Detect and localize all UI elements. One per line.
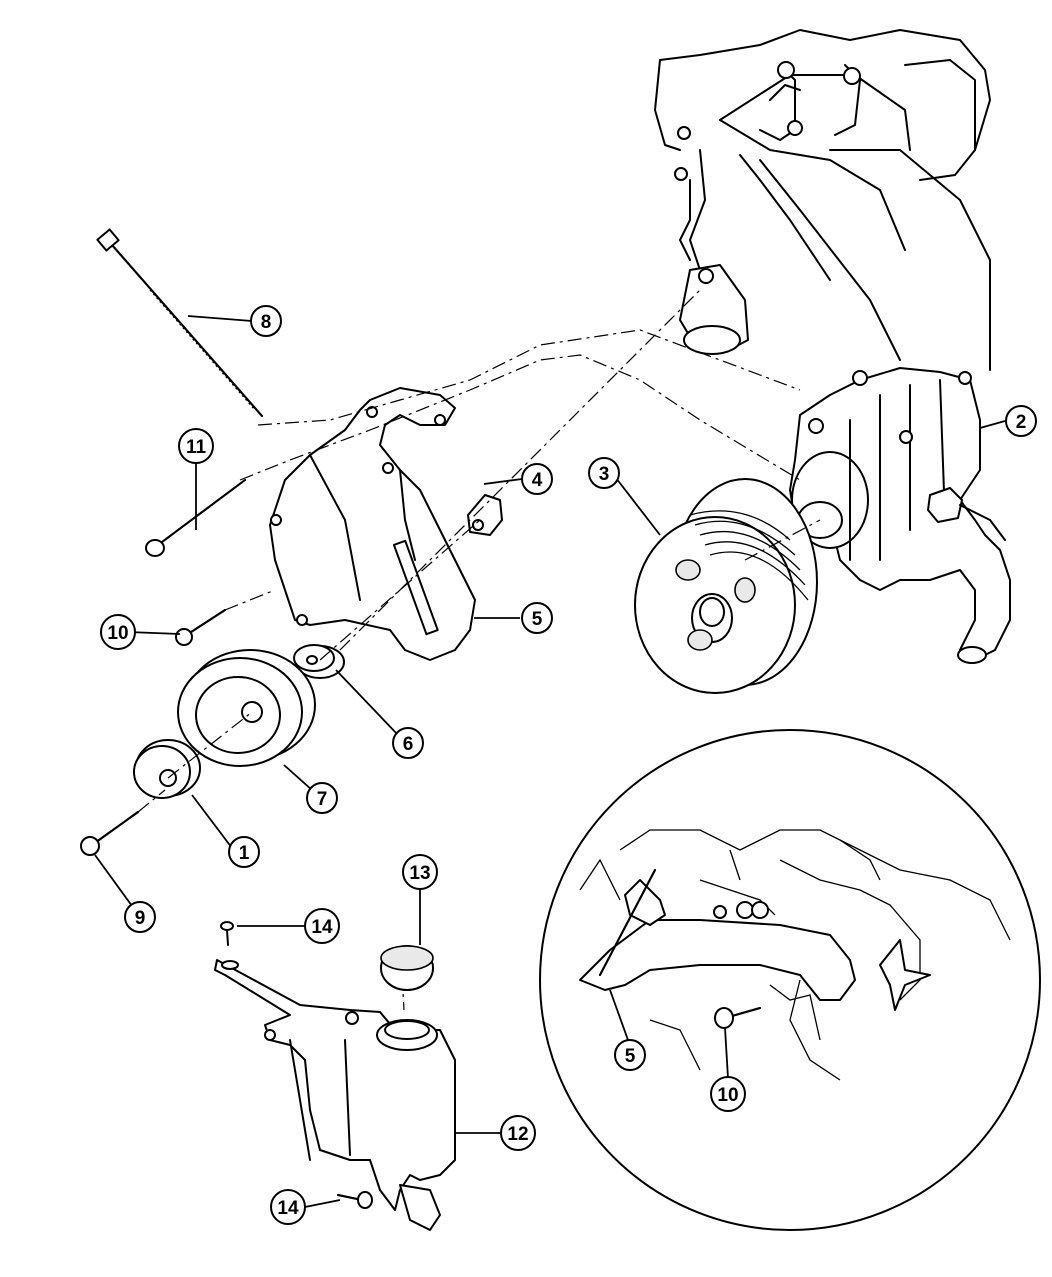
screw-14-top <box>220 921 234 946</box>
svg-text:5: 5 <box>532 609 543 630</box>
svg-text:7: 7 <box>317 789 328 810</box>
washer <box>133 739 201 799</box>
svg-text:8: 8 <box>261 312 272 333</box>
callout-14-top: 14 <box>304 908 340 944</box>
svg-text:2: 2 <box>1016 412 1027 433</box>
callout-4: 4 <box>521 463 553 495</box>
callout-7: 7 <box>306 782 338 814</box>
pump-pulley <box>634 478 818 694</box>
bolt-11 <box>145 479 246 557</box>
bolt-14-bottom <box>337 1191 373 1209</box>
callout-1: 1 <box>228 836 260 868</box>
svg-text:13: 13 <box>409 863 430 884</box>
callout-10-detail: 10 <box>710 1076 746 1112</box>
bolt-10 <box>175 609 226 646</box>
callout-13: 13 <box>402 854 438 890</box>
svg-text:5: 5 <box>625 1046 636 1067</box>
mounting-bracket <box>269 387 476 661</box>
callout-9: 9 <box>124 901 156 933</box>
leader-lines <box>94 315 1006 1208</box>
svg-text:3: 3 <box>599 464 610 485</box>
callout-5: 5 <box>521 602 553 634</box>
spacer <box>293 644 345 679</box>
svg-text:6: 6 <box>403 734 414 755</box>
bolt-9 <box>80 811 139 856</box>
svg-text:1: 1 <box>239 843 250 864</box>
reservoir-cap <box>380 945 434 991</box>
svg-text:12: 12 <box>507 1124 528 1145</box>
svg-text:9: 9 <box>135 908 146 929</box>
power-steering-pump <box>789 367 1011 664</box>
svg-text:10: 10 <box>717 1085 738 1106</box>
engine-block <box>654 29 991 371</box>
svg-text:14: 14 <box>277 1198 299 1219</box>
spacer-block <box>467 494 503 536</box>
callout-12: 12 <box>500 1115 536 1151</box>
reservoir <box>214 959 456 1231</box>
idler-pulley <box>177 649 316 767</box>
svg-text:14: 14 <box>311 917 333 938</box>
callout-2: 2 <box>1005 405 1037 437</box>
callout-8: 8 <box>250 305 282 337</box>
detail-view <box>539 729 1041 1231</box>
callout-10: 10 <box>100 614 136 650</box>
callout-5-detail: 5 <box>614 1039 646 1071</box>
callout-3: 3 <box>588 457 620 489</box>
callout-6: 6 <box>392 727 424 759</box>
assembly-lines <box>137 289 821 1011</box>
callout-14-bottom: 14 <box>270 1189 306 1225</box>
long-bolt <box>96 228 263 417</box>
svg-text:10: 10 <box>107 623 128 644</box>
svg-text:4: 4 <box>532 470 543 491</box>
svg-text:11: 11 <box>186 437 207 458</box>
callout-11: 11 <box>178 428 214 464</box>
